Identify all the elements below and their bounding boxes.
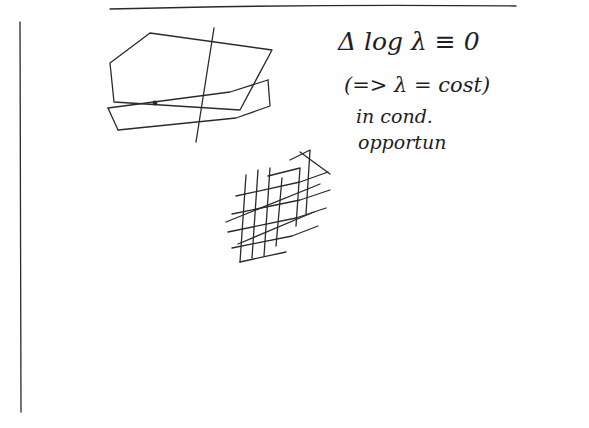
frame-line — [110, 5, 516, 9]
plane-sketch — [110, 33, 272, 110]
handwritten-note: in cond. — [356, 106, 433, 127]
plane-sketch — [108, 108, 118, 130]
handwritten-note: (=> λ = cost) — [344, 74, 490, 97]
plane-sketch — [108, 80, 268, 108]
plane-sketch — [118, 80, 270, 130]
handwritten-note: opportun — [358, 132, 446, 153]
intersection-line — [196, 28, 214, 142]
handwritten-note: Δ log λ ≡ 0 — [338, 28, 480, 56]
frame-line — [20, 22, 21, 412]
point-dot — [153, 101, 157, 105]
grid-sketch — [226, 150, 330, 262]
